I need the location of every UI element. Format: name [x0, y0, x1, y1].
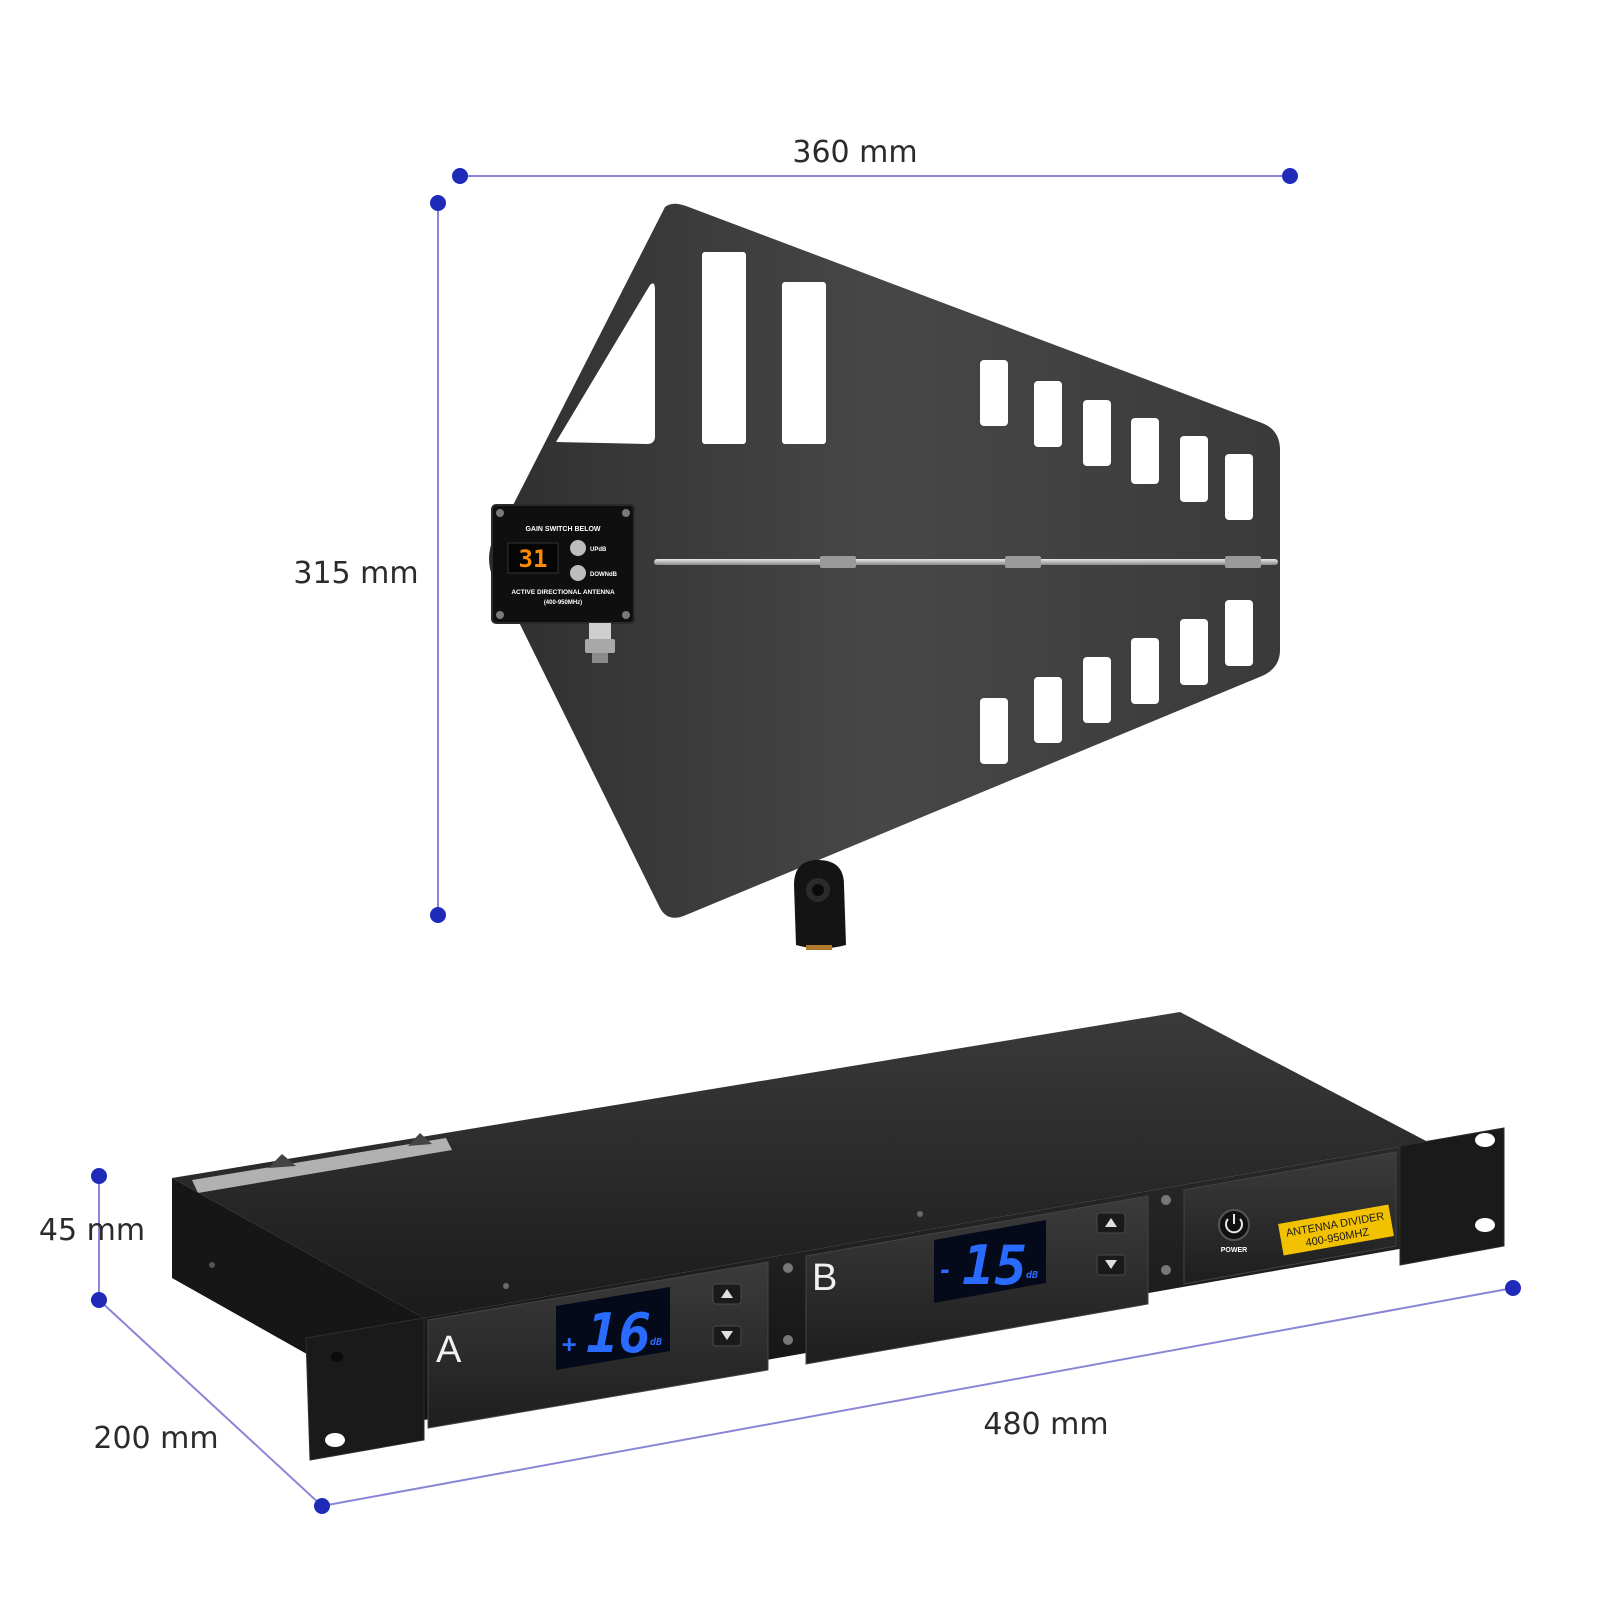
- dimension-dot: [1282, 168, 1298, 184]
- antenna-slot: [1034, 677, 1062, 743]
- power-button[interactable]: [1218, 1209, 1250, 1241]
- rack-top-surface: [172, 1012, 1428, 1318]
- channel-a-down-button[interactable]: [712, 1325, 742, 1347]
- gain-display-value: 31: [519, 545, 548, 573]
- channel-b-sign: -: [938, 1256, 952, 1284]
- antenna-slot: [1083, 400, 1111, 466]
- antenna-frequency-range: (400-950MHz): [544, 600, 582, 606]
- dimension-dot: [430, 907, 446, 923]
- rack-mount-hole: [325, 1433, 345, 1447]
- gain-up-label: UPdB: [590, 547, 607, 553]
- channel-b-panel: B - 15 dB: [805, 1195, 1149, 1365]
- rack-mount-hole: [1475, 1218, 1495, 1232]
- rod-clip: [820, 556, 856, 568]
- channel-b-down-button[interactable]: [1096, 1254, 1126, 1276]
- antenna-slot: [1131, 418, 1159, 484]
- antenna-product-name: ACTIVE DIRECTIONAL ANTENNA: [511, 589, 615, 596]
- dimension-dot: [91, 1168, 107, 1184]
- antenna-divider-badge: ANTENNA DIVIDER 400-950MHZ: [1278, 1204, 1394, 1256]
- antenna-center-rod: [654, 559, 1278, 565]
- channel-b-up-button[interactable]: [1096, 1212, 1126, 1234]
- antenna-slot: [980, 360, 1008, 426]
- rack-width-label: 480 mm: [983, 1407, 1108, 1442]
- channel-a-unit: dB: [650, 1337, 662, 1348]
- channel-a-value: 16: [586, 1302, 651, 1365]
- screw-icon: [622, 611, 630, 619]
- power-panel: POWER ANTENNA DIVIDER 400-950MHZ: [1183, 1151, 1397, 1285]
- antenna-cutout-triangle: [556, 283, 655, 444]
- channel-a-letter: A: [436, 1329, 462, 1371]
- antenna-divider-rack-unit: A + 16 dB B - 15 dB: [172, 1012, 1505, 1461]
- screw-icon: [1161, 1195, 1171, 1205]
- antenna-slot: [1180, 436, 1208, 502]
- screw-icon: [496, 611, 504, 619]
- rack-dimensions: 45 mm 200 mm 480 mm: [39, 1168, 1521, 1514]
- channel-b-unit: dB: [1026, 1270, 1038, 1281]
- dimension-dot: [452, 168, 468, 184]
- antenna-slot: [782, 282, 826, 444]
- antenna-slot: [702, 252, 746, 444]
- arrow-down-icon: [1105, 1260, 1117, 1269]
- screw-icon: [209, 1262, 215, 1268]
- rack-ear-right: [1399, 1127, 1505, 1266]
- gain-switch-title: GAIN SWITCH BELOW: [525, 526, 600, 533]
- antenna-slot: [1225, 454, 1253, 520]
- rack-mount-hole: [331, 1352, 343, 1362]
- bnc-connector: [585, 623, 615, 663]
- channel-a-panel: A + 16 dB: [427, 1261, 769, 1429]
- antenna-slot: [1083, 657, 1111, 723]
- channel-b-letter: B: [812, 1257, 837, 1299]
- screw-icon: [496, 509, 504, 517]
- warning-triangle-icon: [408, 1133, 432, 1146]
- antenna-control-box: GAIN SWITCH BELOW 31 UPdB DOWNdB ACTIVE …: [491, 504, 635, 624]
- screw-icon: [1161, 1265, 1171, 1275]
- screw-icon: [917, 1211, 923, 1217]
- channel-a-sign: +: [562, 1330, 576, 1358]
- rack-depth-label: 200 mm: [93, 1421, 218, 1456]
- antenna-slot: [1225, 600, 1253, 666]
- screw-icon: [783, 1263, 793, 1273]
- power-icon: [1225, 1218, 1243, 1234]
- rack-mount-hole: [1475, 1133, 1495, 1147]
- screw-icon: [783, 1335, 793, 1345]
- rack-height-label: 45 mm: [39, 1213, 145, 1248]
- antenna-mount-clamp: [794, 860, 846, 950]
- directional-antenna: GAIN SWITCH BELOW 31 UPdB DOWNdB ACTIVE …: [489, 203, 1280, 950]
- dimension-dot: [430, 195, 446, 211]
- arrow-down-icon: [721, 1331, 733, 1340]
- power-label: POWER: [1221, 1247, 1247, 1254]
- dimension-dot: [1505, 1280, 1521, 1296]
- gain-down-button[interactable]: [570, 565, 586, 581]
- gain-down-label: DOWNdB: [590, 572, 618, 578]
- antenna-width-label: 360 mm: [792, 135, 917, 170]
- screw-icon: [622, 509, 630, 517]
- gain-up-button[interactable]: [570, 540, 586, 556]
- dimension-dot: [91, 1292, 107, 1308]
- antenna-slot: [1034, 381, 1062, 447]
- gain-display: [507, 542, 559, 574]
- channel-a-up-button[interactable]: [712, 1283, 742, 1305]
- channel-b-value: 15: [962, 1234, 1027, 1297]
- dimension-dot: [314, 1498, 330, 1514]
- channel-b-display: [934, 1220, 1046, 1303]
- arrow-up-icon: [721, 1289, 733, 1298]
- antenna-height-dimension: 315 mm: [293, 195, 446, 923]
- rack-ear-left: [305, 1317, 425, 1461]
- antenna-width-dimension: 360 mm: [452, 135, 1298, 184]
- rod-clip: [1225, 556, 1261, 568]
- warning-triangle-icon: [268, 1154, 296, 1168]
- rack-caution-label: [192, 1138, 452, 1193]
- antenna-height-label: 315 mm: [293, 556, 418, 591]
- antenna-slot: [1131, 638, 1159, 704]
- antenna-slot: [980, 698, 1008, 764]
- screw-icon: [503, 1283, 509, 1289]
- rod-clip: [1005, 556, 1041, 568]
- antenna-slot: [1180, 619, 1208, 685]
- channel-a-display: [556, 1287, 670, 1370]
- arrow-up-icon: [1105, 1218, 1117, 1227]
